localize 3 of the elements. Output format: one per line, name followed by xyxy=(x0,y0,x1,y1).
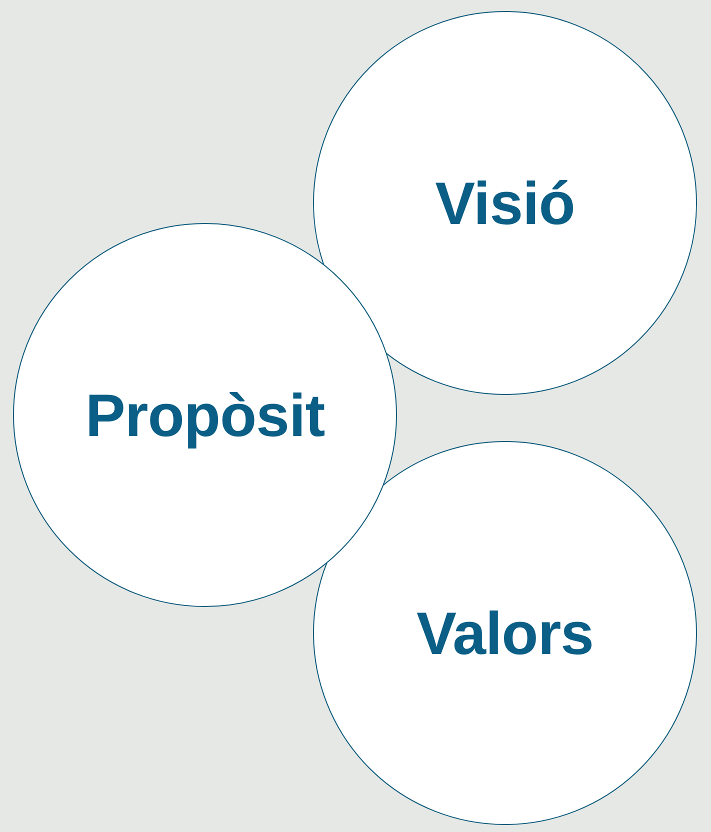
circle-title: Visió xyxy=(435,168,575,238)
circle-title: Propòsit xyxy=(85,380,325,450)
circle-title: Valors xyxy=(416,598,594,668)
